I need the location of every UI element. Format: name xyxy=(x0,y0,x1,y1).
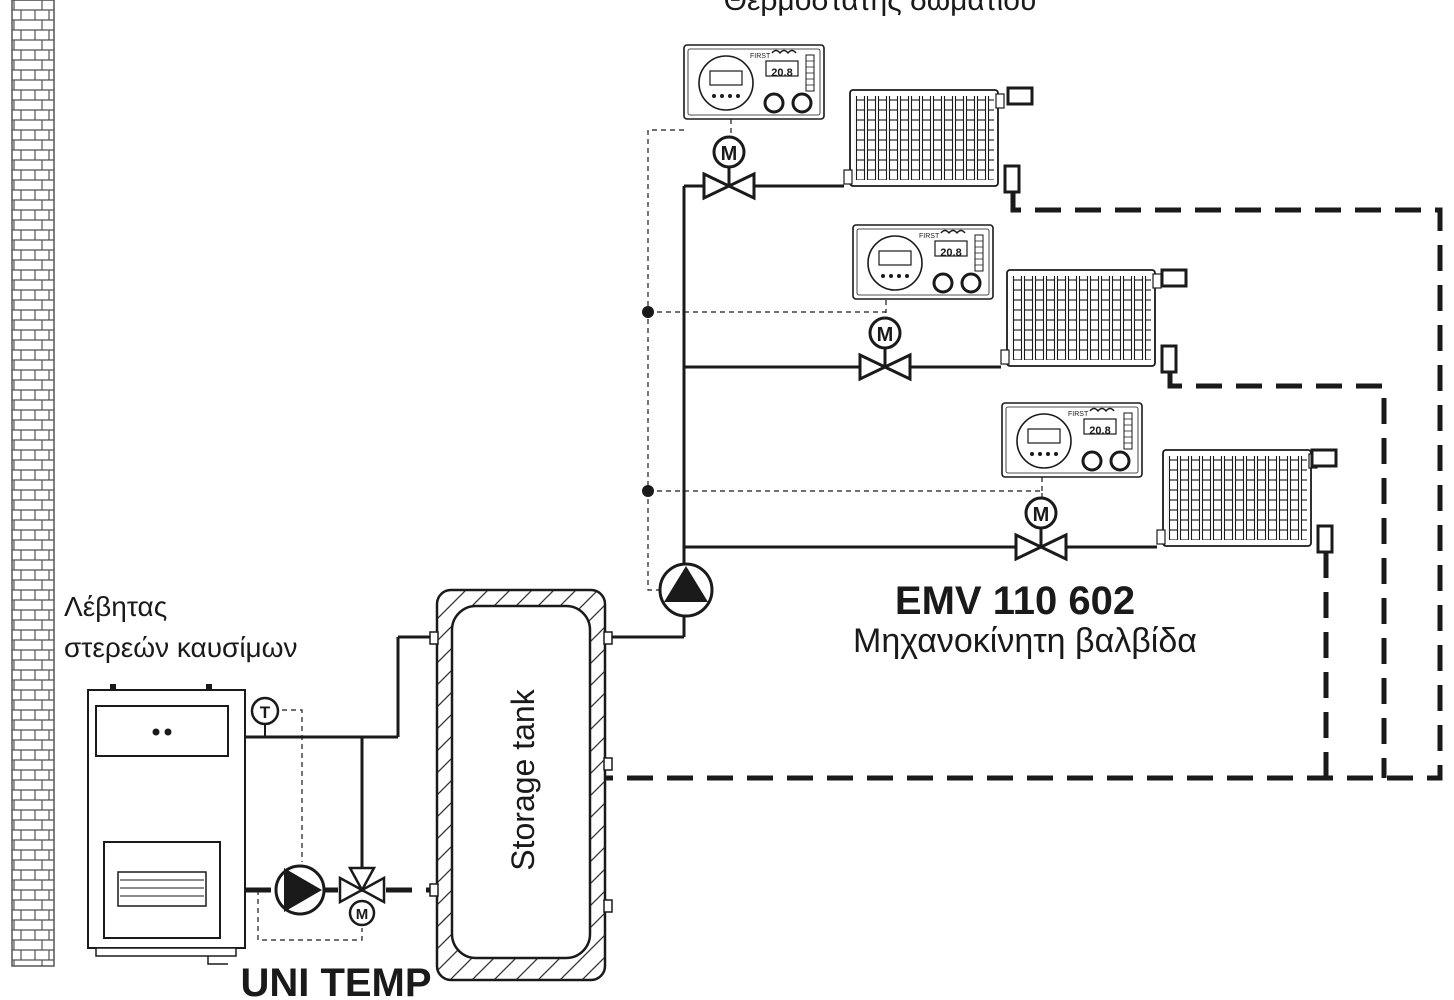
motorized-valve-2: M xyxy=(858,316,912,381)
thermostat-display-1: 20.8 xyxy=(771,67,792,79)
wiring-junction-1 xyxy=(642,306,654,318)
boiler-label-line2: στερεών καυσίμων xyxy=(64,632,298,663)
thermostat-display-3: 20.8 xyxy=(1089,425,1110,437)
room-thermostat-3: 20.8 FIRST xyxy=(1000,401,1144,479)
three-way-valve: M xyxy=(338,866,386,927)
room-thermostat-2: 20.8 FIRST xyxy=(851,223,995,301)
radiator-2 xyxy=(1000,269,1162,367)
thermostat-title: Θερμοστάτης δωματίου xyxy=(724,0,1037,17)
temperature-sensor: T xyxy=(250,696,280,737)
valve-model-label: EMV 110 602 xyxy=(895,579,1135,623)
supply-pipes xyxy=(245,184,1157,868)
boiler-label-line1: Λέβητας xyxy=(64,591,167,622)
solid-fuel-boiler xyxy=(87,684,246,965)
wiring-junction-2 xyxy=(642,485,654,497)
thermostat-brand-1: FIRST xyxy=(750,53,771,60)
radiator-3 xyxy=(1156,449,1318,547)
thermostat-display-2: 20.8 xyxy=(940,247,961,259)
storage-tank xyxy=(429,588,613,982)
controller-model-label: UNI TEMP xyxy=(240,961,431,1000)
boiler-loading-pump xyxy=(274,864,326,916)
valve-3-motor-letter: M xyxy=(1033,504,1050,526)
radiator-1 xyxy=(843,89,1005,187)
circulation-pump-heating xyxy=(658,562,714,618)
mixing-valve-motor-letter: M xyxy=(356,906,369,923)
motorized-valve-1: M xyxy=(702,135,756,200)
radiator-return-valves xyxy=(1003,86,1338,554)
motorized-valve-3: M xyxy=(1014,496,1068,561)
thermostat-brand-2: FIRST xyxy=(919,233,940,240)
sensor-letter: T xyxy=(260,703,271,722)
storage-tank-label: Storage tank xyxy=(505,688,541,870)
valve-2-motor-letter: M xyxy=(877,324,894,346)
valve-1-motor-letter: M xyxy=(721,143,738,165)
room-thermostat-1: 20.8 FIRST xyxy=(682,43,826,121)
thermostat-brand-3: FIRST xyxy=(1068,411,1089,418)
valve-desc-label: Μηχανοκίνητη βαλβίδα xyxy=(853,622,1197,660)
return-pipes xyxy=(605,192,1443,781)
brick-wall xyxy=(11,0,55,967)
